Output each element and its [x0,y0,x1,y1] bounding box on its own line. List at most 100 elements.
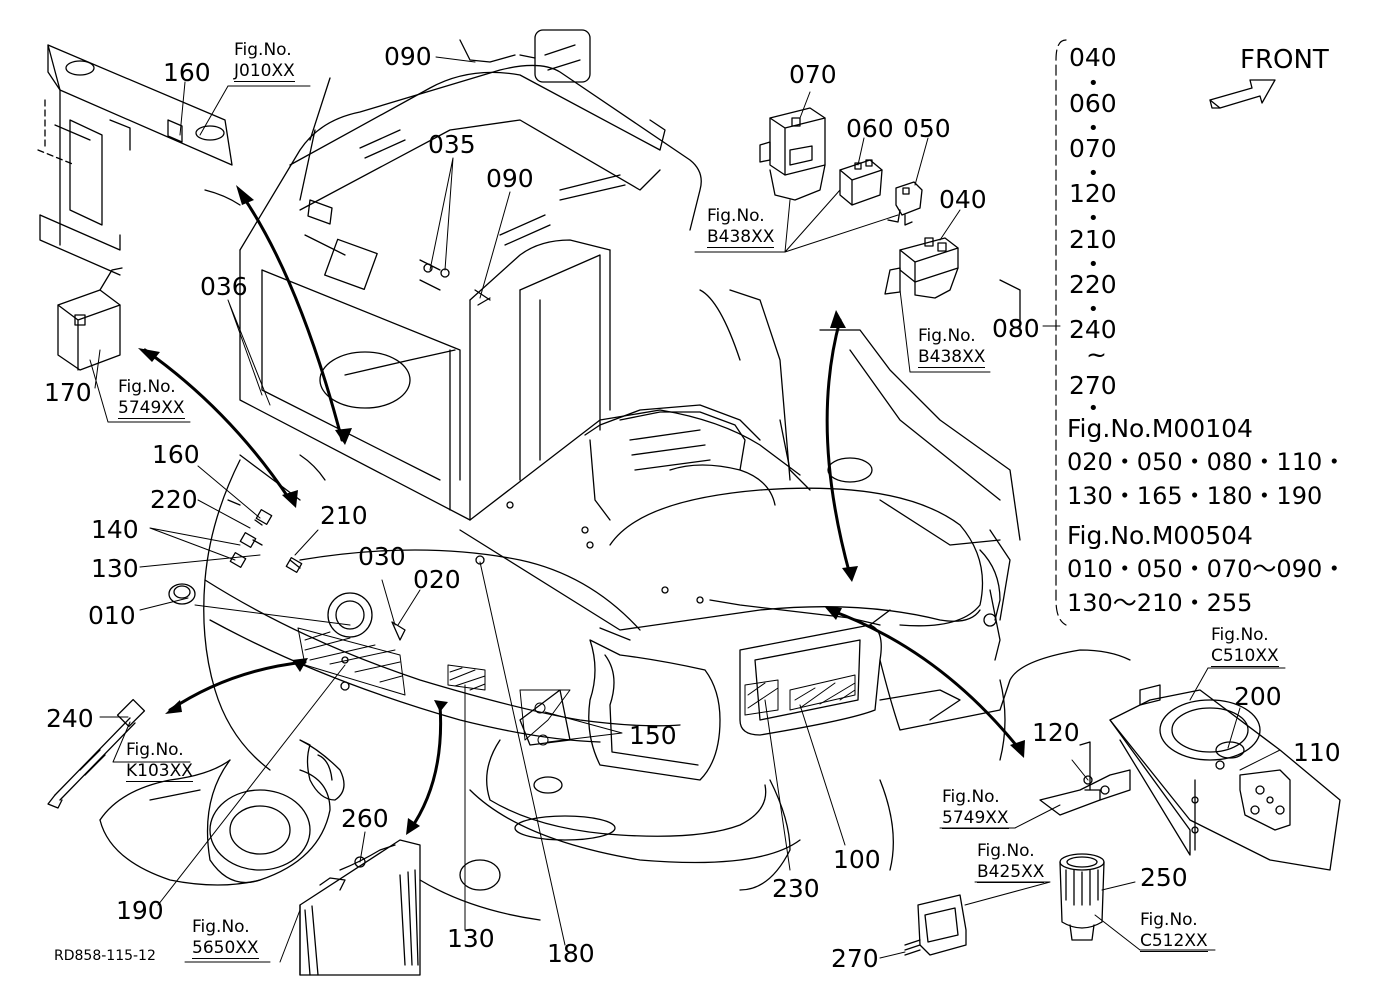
fig-ref-code: C510XX [1211,646,1279,667]
part-list-item: 220 [1069,270,1117,299]
part-list-separator: • [1088,73,1099,94]
fig-ref-5749-right: Fig.No. 5749XX [942,789,1009,829]
fig-ref-c512: Fig.No. C512XX [1140,912,1208,952]
part-list-separator: • [1088,208,1099,229]
part-list-item: 210 [1069,225,1117,254]
callout-label: 080 [992,314,1040,343]
roof-frame-part [37,44,241,276]
part-list-fig-m00504-parts: 010・050・070～090・ [1067,555,1347,583]
callout-label: 120 [1032,718,1080,747]
callout-label: 100 [833,845,881,874]
fig-ref-j010: Fig.No. J010XX [234,42,295,82]
fig-ref-k103: Fig.No. K103XX [126,742,193,782]
callout-label: 230 [772,874,820,903]
fig-ref-code: 5749XX [118,398,185,419]
fig-ref-5749-left: Fig.No. 5749XX [118,379,185,419]
part-list-item: 270 [1069,371,1117,400]
fig-ref-prefix: Fig.No. [126,740,184,760]
part-list-separator: • [1088,163,1099,184]
gas-strut-240 [47,698,146,809]
fig-ref-code: B438XX [707,227,775,248]
callout-label: 110 [1293,738,1341,767]
fig-ref-b425: Fig.No. B425XX [977,843,1045,883]
decal-hatches [297,627,856,746]
part-list-item: 120 [1069,179,1117,208]
part-list-item: 240 [1069,315,1117,344]
controller-270 [904,894,967,956]
filter-250 [1059,853,1105,941]
callout-label: 030 [358,542,406,571]
cab-outline [239,29,791,521]
callout-label: 190 [116,896,164,925]
fig-ref-code: B438XX [918,347,986,368]
fig-ref-prefix: Fig.No. [234,40,292,60]
fig-ref-prefix: Fig.No. [942,787,1000,807]
fig-ref-prefix: Fig.No. [1140,910,1198,930]
callout-label: 036 [200,272,248,301]
callout-label: 160 [163,58,211,87]
callout-label: 210 [320,501,368,530]
part-list-bracket [1055,39,1067,626]
fig-ref-code: K103XX [126,761,193,782]
part-list-item: 060 [1069,89,1117,118]
panel-200 [1109,684,1341,871]
callout-label: 040 [939,185,987,214]
fig-ref-code: C512XX [1140,931,1208,952]
part-list-separator: • [1088,398,1099,419]
callout-label: 250 [1140,863,1188,892]
front-direction-arrow [1209,79,1276,109]
callout-label: 140 [91,515,139,544]
callout-label: 090 [384,42,432,71]
callout-label: 170 [44,378,92,407]
callout-label: 180 [547,939,595,968]
fig-ref-b438-upper: Fig.No. B438XX [707,208,775,248]
part-list-fig-m00504-parts: 130～210・255 [1067,589,1253,617]
fig-ref-5650: Fig.No. 5650XX [192,919,259,959]
fig-ref-prefix: Fig.No. [118,377,176,397]
cover-170 [57,267,123,371]
relay-060 [839,159,883,206]
callout-label: 010 [88,601,136,630]
part-list-separator: • [1088,118,1099,139]
callout-label: 020 [413,565,461,594]
callout-label: 070 [789,60,837,89]
front-label: FRONT [1240,45,1329,75]
cap-010 [168,583,196,605]
fig-ref-c510: Fig.No. C510XX [1211,627,1279,667]
callout-label: 035 [428,130,476,159]
callout-label: 060 [846,114,894,143]
arrow-heads [138,185,1025,835]
part-list-item: 070 [1069,134,1117,163]
fig-ref-code: 5749XX [942,808,1009,829]
callout-label: 130 [91,554,139,583]
part-list-separator: • [1088,299,1099,320]
fig-ref-b438-lower: Fig.No. B438XX [918,326,986,368]
fig-ref-prefix: Fig.No. [192,917,250,937]
part-list-range-mark: ~ [1086,340,1107,369]
bracket-120 [1039,741,1131,816]
fig-ref-prefix: Fig.No. [918,326,976,346]
callout-label: 090 [486,164,534,193]
relay-050 [887,181,923,226]
fig-ref-code: J010XX [234,61,295,82]
callout-label: 160 [152,440,200,469]
part-list-fig-m00104: Fig.No.M00104 [1067,414,1253,443]
radiator-260 [299,839,421,976]
callout-label: 150 [629,721,677,750]
callout-label: 270 [831,944,879,973]
callout-label: 260 [341,804,389,833]
part-list-item: 040 [1069,43,1117,72]
bracket-110 [1239,769,1291,831]
fig-ref-code: B425XX [977,862,1045,883]
view-arrows [143,193,1022,832]
part-list-fig-m00104-parts: 020・050・080・110・ [1067,448,1347,476]
relay-070 [759,107,826,201]
callout-label: 200 [1234,682,1282,711]
drawing-code: RD858-115-12 [54,948,156,964]
part-list-fig-m00504: Fig.No.M00504 [1067,521,1253,550]
callout-label: 130 [447,924,495,953]
callout-label: 220 [150,485,198,514]
fig-ref-code: 5650XX [192,938,259,959]
